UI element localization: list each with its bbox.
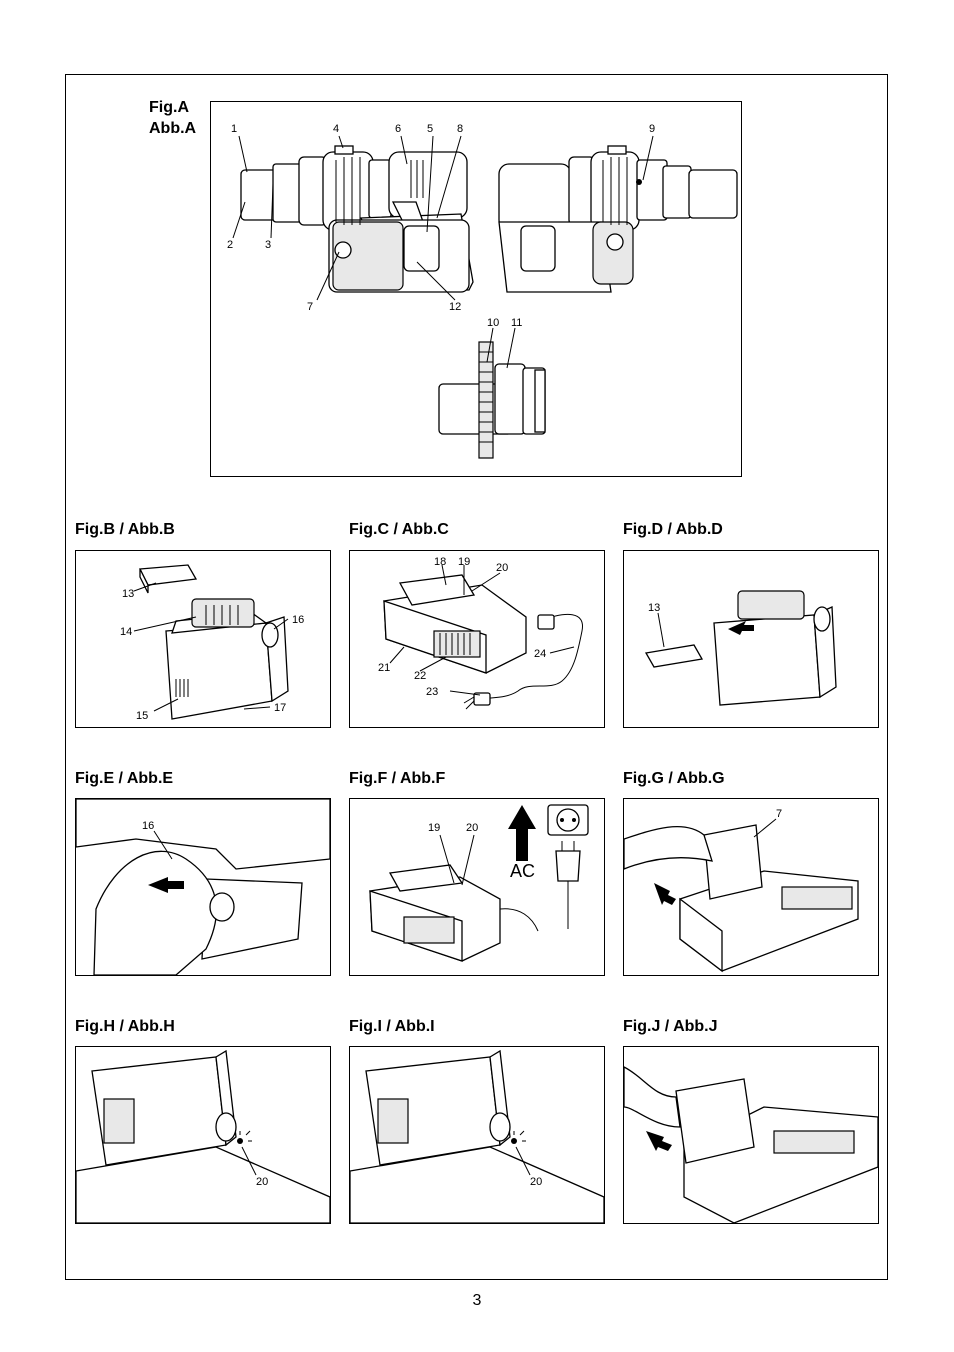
fig-b-callout-16: 16 — [292, 614, 304, 626]
fig-f-callout-20: 20 — [466, 822, 478, 834]
tool-overview-drawing: 1 2 3 4 5 6 7 8 9 10 11 12 — [227, 123, 738, 459]
fig-b-illustration: 13 14 15 16 17 — [75, 550, 331, 728]
fig-c-callout-19: 19 — [458, 556, 470, 568]
fig-b-callout-13: 13 — [122, 588, 134, 600]
fig-a-title-en: Fig.A — [149, 99, 189, 116]
fig-c-callout-21: 21 — [378, 662, 390, 674]
fig-f-callout-19: 19 — [428, 822, 440, 834]
page-frame — [65, 74, 888, 1280]
fig-e-illustration: 16 — [75, 798, 331, 976]
battery-drawing: 13 14 15 16 17 — [120, 564, 304, 722]
fig-c-callout-24: 24 — [534, 648, 546, 660]
fig-a-callout-4: 4 — [333, 123, 339, 135]
fig-a-callout-9: 9 — [649, 123, 655, 135]
page-number: 3 — [472, 1292, 482, 1309]
fig-g-callout-7: 7 — [776, 808, 782, 820]
fig-h-callout-20: 20 — [256, 1176, 268, 1188]
fig-d-illustration: 13 — [623, 550, 879, 728]
fig-g-illustration: 7 — [623, 798, 879, 976]
fig-a-callout-11: 11 — [511, 317, 522, 329]
remove-battery-from-charger-drawing — [624, 1066, 878, 1223]
fig-i-illustration: 20 — [349, 1046, 605, 1224]
tool-left-view — [240, 145, 474, 293]
fig-f-illustration: 19 20 AC — [349, 798, 605, 976]
hand-remove-battery-drawing: 16 — [76, 799, 330, 975]
fig-j-title: Fig.J / Abb.J — [623, 1018, 718, 1035]
fig-b-callout-15: 15 — [136, 710, 148, 722]
fig-c-title: Fig.C / Abb.C — [349, 521, 449, 538]
fig-e-callout-16: 16 — [142, 820, 154, 832]
ac-label: AC — [510, 861, 535, 881]
fig-a-callout-6: 6 — [395, 123, 401, 135]
fig-c-callout-22: 22 — [414, 670, 426, 682]
fig-a-callout-7: 7 — [307, 301, 313, 313]
fig-c-callout-20: 20 — [496, 562, 508, 574]
fig-a-callout-10: 10 — [487, 317, 499, 329]
fig-b-title: Fig.B / Abb.B — [75, 521, 175, 538]
fig-e-title: Fig.E / Abb.E — [75, 770, 174, 787]
fig-a-callout-12: 12 — [449, 301, 461, 313]
fig-a-callout-5: 5 — [427, 123, 433, 135]
insert-battery-drawing: 7 — [624, 808, 859, 973]
fig-c-callout-18: 18 — [434, 556, 446, 568]
fig-a-callout-1: 1 — [231, 123, 237, 135]
tool-right-view — [498, 145, 738, 293]
charging-indicator-drawing: 20 — [76, 1049, 330, 1223]
fig-a-callout-3: 3 — [265, 239, 271, 251]
fig-i-callout-20: 20 — [530, 1176, 542, 1188]
charging-complete-drawing: 20 — [350, 1049, 604, 1223]
fig-a-callout-2: 2 — [227, 239, 233, 251]
fig-i-title: Fig.I / Abb.I — [349, 1018, 435, 1035]
fig-g-title: Fig.G / Abb.G — [623, 770, 725, 787]
fig-a-callout-8: 8 — [457, 123, 463, 135]
fig-a-title: Fig.A Abb.A — [149, 97, 196, 139]
fig-f-title: Fig.F / Abb.F — [349, 770, 446, 787]
fig-j-illustration — [623, 1046, 879, 1224]
detail-view — [438, 341, 546, 459]
fig-c-callout-23: 23 — [426, 686, 438, 698]
fig-h-illustration: 20 — [75, 1046, 331, 1224]
fig-d-title: Fig.D / Abb.D — [623, 521, 723, 538]
battery-cover-drawing: 13 — [644, 590, 837, 706]
fig-a-illustration: 1 2 3 4 5 6 7 8 9 10 11 12 — [210, 101, 742, 477]
charger-drawing: 18 19 20 21 22 23 24 — [378, 556, 583, 710]
fig-h-title: Fig.H / Abb.H — [75, 1018, 175, 1035]
fig-b-callout-14: 14 — [120, 626, 132, 638]
charger-plug-in-drawing: 19 20 AC — [369, 804, 589, 962]
fig-b-callout-17: 17 — [274, 702, 286, 714]
fig-a-title-de: Abb.A — [149, 120, 197, 137]
fig-d-callout-13: 13 — [648, 602, 660, 614]
fig-c-illustration: 18 19 20 21 22 23 24 — [349, 550, 605, 728]
